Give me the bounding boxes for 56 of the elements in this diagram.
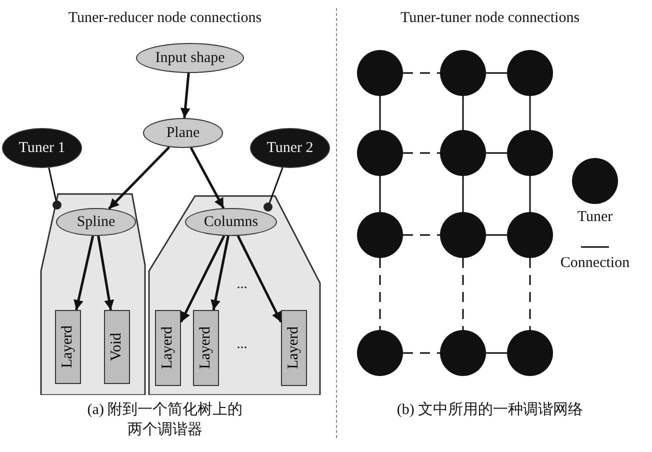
- connection-line: [403, 352, 440, 354]
- figure-caption: (b) 文中所用的一种调谐网络: [396, 401, 584, 420]
- ellipsis: ...: [236, 336, 248, 354]
- connection-line: [403, 72, 440, 74]
- tuner-circle: [357, 330, 403, 376]
- arrow: [180, 72, 190, 118]
- tuner-oval: Tuner 2: [250, 128, 330, 168]
- oval-node: Plane: [143, 118, 223, 148]
- arrow: [180, 235, 226, 323]
- tuner-oval: Tuner 1: [2, 128, 82, 168]
- arrow: [108, 146, 170, 210]
- connection-line: [486, 234, 507, 236]
- layer-box: Void: [104, 310, 130, 384]
- tuner-circle: [440, 50, 486, 96]
- connection-line: [529, 176, 531, 212]
- figure-caption: (a) 附到一个简化树上的两个调谐器: [86, 401, 244, 440]
- connection-line: [529, 96, 531, 130]
- tuner-circle: [440, 130, 486, 176]
- connection-line: [379, 96, 381, 130]
- tuner-circle: [507, 330, 553, 376]
- arrow: [190, 147, 225, 209]
- connection-line: [486, 352, 507, 354]
- panel-title: Tuner-tuner node connections: [399, 9, 581, 28]
- tuner-circle: [440, 212, 486, 258]
- oval-node: Input shape: [136, 43, 244, 73]
- connection-line: [529, 258, 531, 330]
- arrow: [74, 236, 94, 310]
- connection-line: [486, 72, 507, 74]
- legend-label: Tuner: [576, 208, 614, 227]
- tuner-circle: [357, 130, 403, 176]
- layer-box: Layerd: [55, 310, 81, 384]
- tuner-circle: [357, 212, 403, 258]
- connection-line: [462, 96, 464, 130]
- group-panel: [40, 193, 146, 395]
- arrow: [210, 236, 230, 310]
- panel-title: Tuner-reducer node connections: [67, 9, 263, 28]
- connection-line: [462, 176, 464, 212]
- layer-box: Layerd: [193, 310, 219, 386]
- layer-box: Layerd: [155, 310, 181, 386]
- connection-line: [486, 152, 507, 154]
- connection-line: [379, 176, 381, 212]
- tuner-circle: [507, 212, 553, 258]
- connection-line: [379, 258, 381, 330]
- tuner-circle: [440, 330, 486, 376]
- arrow: [236, 235, 282, 323]
- group-panel: [148, 195, 321, 395]
- tuner-circle: [507, 50, 553, 96]
- connection-line: [403, 234, 440, 236]
- layer-box: Layerd: [281, 310, 307, 386]
- arrow: [97, 236, 114, 310]
- connection-line: [403, 152, 440, 154]
- tuner-circle: [507, 130, 553, 176]
- legend-label: Connection: [559, 254, 631, 273]
- tuner-circle: [357, 50, 403, 96]
- ellipsis: ...: [236, 276, 248, 294]
- connection-line: [462, 258, 464, 330]
